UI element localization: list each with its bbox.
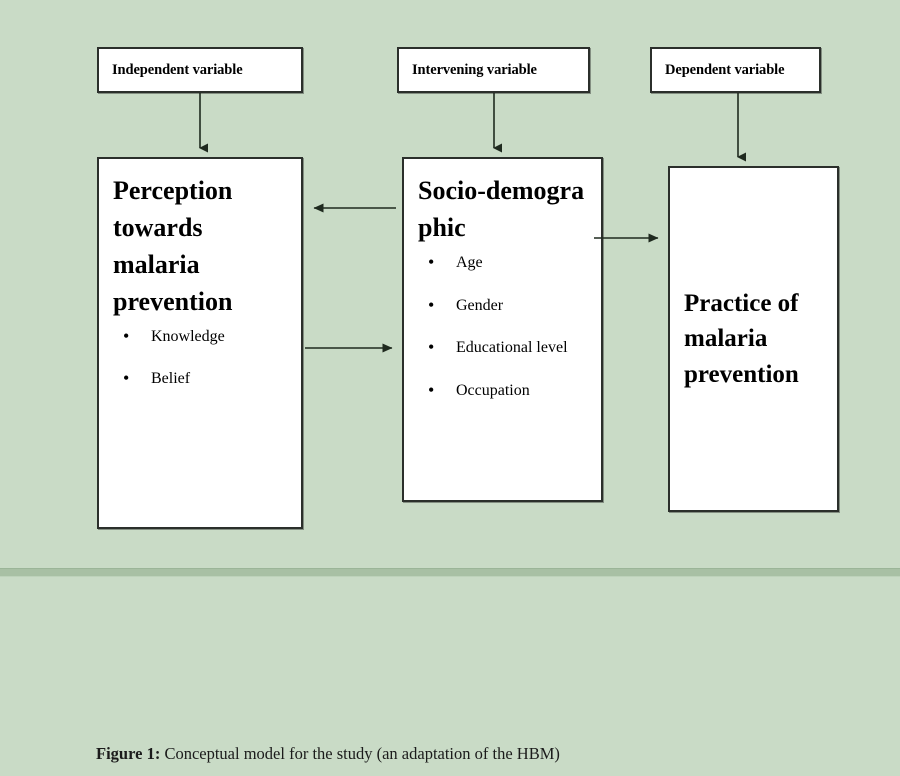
construct-box-practice: Practice of malaria prevention <box>668 166 839 512</box>
label-independent-variable-text: Independent variable <box>112 61 243 78</box>
figure-caption-text: Conceptual model for the study (an adapt… <box>160 744 560 763</box>
construct-box-sociodemographic-content: Socio-demographic Age Gender Educational… <box>404 159 601 500</box>
construct-box-sociodemographic-title: Socio-demographic <box>418 176 585 242</box>
label-dependent-variable-text: Dependent variable <box>665 61 785 78</box>
construct-box-perception: Perception towards malaria prevention Kn… <box>97 157 303 529</box>
construct-box-sociodemographic-bullets: Age Gender Educational level Occupation <box>418 251 591 403</box>
list-item: Occupation <box>418 379 591 402</box>
construct-box-perception-content: Perception towards malaria prevention Kn… <box>99 159 301 527</box>
label-box-independent-variable: Independent variable <box>97 47 303 93</box>
label-box-dependent-variable: Dependent variable <box>650 47 821 93</box>
section-divider <box>0 568 900 577</box>
list-item: Gender <box>418 294 591 317</box>
construct-box-perception-title: Perception towards malaria prevention <box>113 176 233 316</box>
list-item: Belief <box>113 367 291 390</box>
list-item: Educational level <box>418 336 591 359</box>
label-intervening-variable-text: Intervening variable <box>412 61 537 78</box>
figure-caption: Figure 1: Conceptual model for the study… <box>96 744 560 764</box>
list-item: Knowledge <box>113 325 291 348</box>
construct-box-practice-content: Practice of malaria prevention <box>670 168 837 510</box>
list-item: Age <box>418 251 591 274</box>
figure-caption-label: Figure 1: <box>96 744 161 763</box>
label-box-intervening-variable: Intervening variable <box>397 47 590 93</box>
construct-box-practice-title: Practice of malaria prevention <box>684 289 799 388</box>
construct-box-perception-bullets: Knowledge Belief <box>113 325 291 391</box>
construct-box-sociodemographic: Socio-demographic Age Gender Educational… <box>402 157 603 502</box>
